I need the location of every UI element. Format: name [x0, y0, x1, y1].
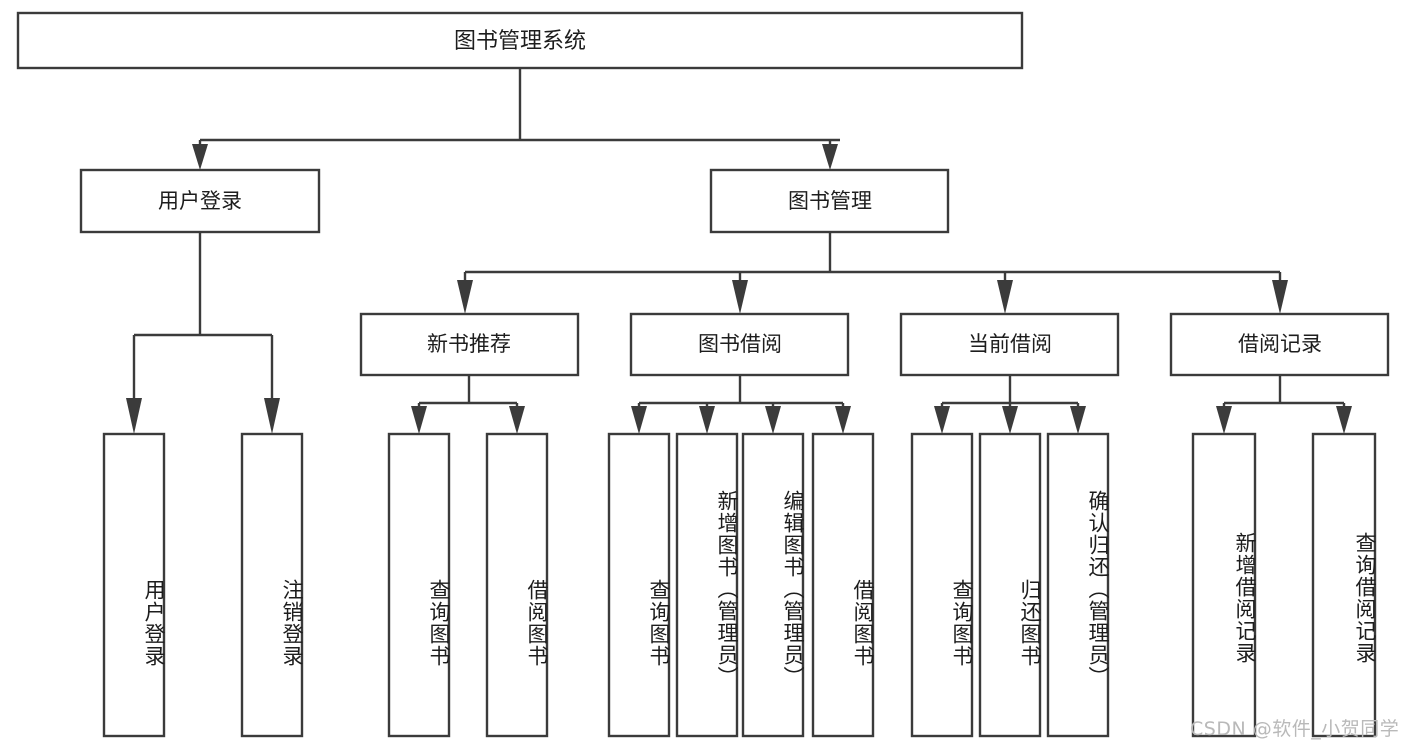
- node-new-book-recommend[interactable]: 新书推荐: [359, 312, 580, 377]
- connector-userlogin-to-leaves: [126, 232, 280, 434]
- node-root[interactable]: 图书管理系统: [16, 11, 1024, 70]
- connector-newbook-to-leaves: [411, 375, 525, 434]
- leaf-box-new-book-2[interactable]: [485, 432, 549, 738]
- leaf-box-book-borrow-4[interactable]: [811, 432, 875, 738]
- node-book-borrow-box[interactable]: [629, 312, 850, 377]
- connector-borrowrecord-to-leaves: [1216, 375, 1352, 434]
- connector-bookborrow-to-leaves: [631, 375, 851, 434]
- node-user-login-label: 用户登录: [158, 189, 242, 213]
- leaf-box-book-borrow-2[interactable]: [675, 432, 739, 738]
- leaf-boxes-borrow-record: [1191, 432, 1377, 738]
- leaf-box-borrow-record-2[interactable]: [1311, 432, 1377, 738]
- leaf-box-current-borrow-3[interactable]: [1046, 432, 1110, 738]
- node-book-management[interactable]: 图书管理: [709, 168, 950, 234]
- node-book-borrow[interactable]: 图书借阅: [629, 312, 850, 377]
- leaf-box-user-login-1[interactable]: [102, 432, 166, 738]
- leaf-box-user-login-2[interactable]: [240, 432, 304, 738]
- node-book-borrow-label: 图书借阅: [698, 332, 782, 356]
- node-current-borrow-box[interactable]: [899, 312, 1120, 377]
- node-new-book-recommend-box[interactable]: [359, 312, 580, 377]
- node-user-login[interactable]: 用户登录: [79, 168, 321, 234]
- leaf-box-new-book-1[interactable]: [387, 432, 451, 738]
- leaf-box-current-borrow-1[interactable]: [910, 432, 974, 738]
- leaf-boxes-user-login: [102, 432, 304, 738]
- node-book-management-label: 图书管理: [788, 189, 872, 213]
- node-current-borrow[interactable]: 当前借阅: [899, 312, 1120, 377]
- node-root-box[interactable]: [16, 11, 1024, 70]
- connector-bookmgmt-to-level3: [457, 232, 1288, 314]
- node-current-borrow-label: 当前借阅: [968, 332, 1052, 356]
- watermark-text: CSDN @软件_小贺同学: [1190, 718, 1400, 740]
- leaf-boxes-book-borrow: [607, 432, 875, 738]
- leaf-box-book-borrow-1[interactable]: [607, 432, 671, 738]
- leaf-box-book-borrow-3[interactable]: [741, 432, 805, 738]
- node-borrow-record-box[interactable]: [1169, 312, 1390, 377]
- leaf-boxes-new-book-recommend: [387, 432, 549, 738]
- connector-root-to-level2: [192, 68, 840, 170]
- connector-currentborrow-to-leaves: [934, 375, 1086, 434]
- node-borrow-record[interactable]: 借阅记录: [1169, 312, 1390, 377]
- node-user-login-box[interactable]: [79, 168, 321, 234]
- node-new-book-recommend-label: 新书推荐: [427, 332, 511, 356]
- leaf-box-current-borrow-2[interactable]: [978, 432, 1042, 738]
- node-borrow-record-label: 借阅记录: [1238, 332, 1322, 356]
- node-book-management-box[interactable]: [709, 168, 950, 234]
- node-root-label: 图书管理系统: [454, 29, 586, 54]
- leaf-boxes-current-borrow: [910, 432, 1110, 738]
- leaf-box-borrow-record-1[interactable]: [1191, 432, 1257, 738]
